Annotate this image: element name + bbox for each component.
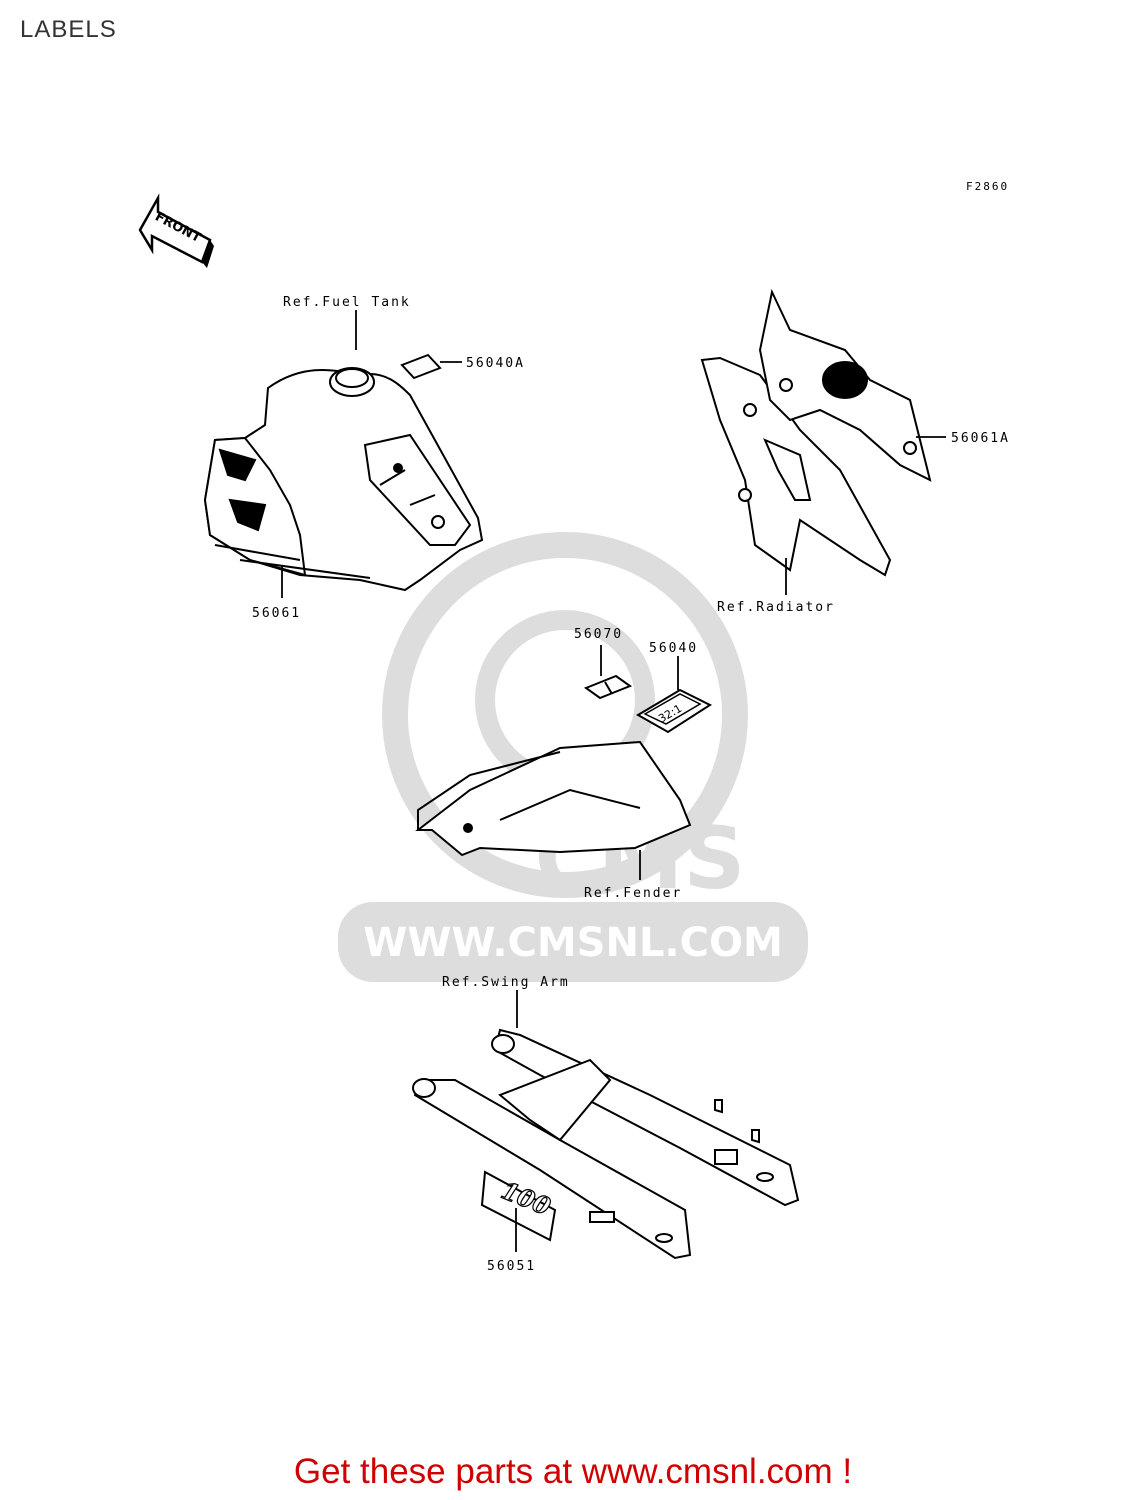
- fuel-tank-decal-56061: [203, 436, 371, 579]
- label-56061A: 56061A: [951, 431, 1010, 446]
- label-ref-fender: Ref.Fender: [584, 886, 682, 901]
- rear-fender: [415, 740, 692, 857]
- front-arrow-icon: FRONT: [138, 193, 214, 268]
- label-56040A: 56040A: [466, 356, 525, 371]
- label-ref-radiator: Ref.Radiator: [717, 600, 835, 615]
- label-56051: 56051: [487, 1259, 536, 1274]
- label-ref-fuel-tank: Ref.Fuel Tank: [283, 295, 411, 310]
- swing-arm: [412, 1028, 800, 1260]
- footer-cta[interactable]: Get these parts at www.cmsnl.com !: [293, 1452, 853, 1491]
- leader-lines: [281, 310, 946, 1252]
- decal-56040A: [400, 353, 442, 380]
- label-56061: 56061: [252, 606, 301, 621]
- decal-56070: [583, 674, 633, 700]
- label-ref-swing-arm: Ref.Swing Arm: [442, 975, 570, 990]
- label-56040: 56040: [649, 641, 698, 656]
- figure-code: F2860: [966, 180, 1009, 193]
- badge-56051: 100: [480, 1170, 557, 1242]
- radiator-decal-56061A: [758, 288, 932, 482]
- page-title: LABELS: [20, 16, 117, 43]
- watermark-url-text: WWW.CMSNL.COM: [363, 920, 783, 966]
- decal-56040: 32:1: [636, 688, 713, 734]
- label-56070: 56070: [574, 627, 623, 642]
